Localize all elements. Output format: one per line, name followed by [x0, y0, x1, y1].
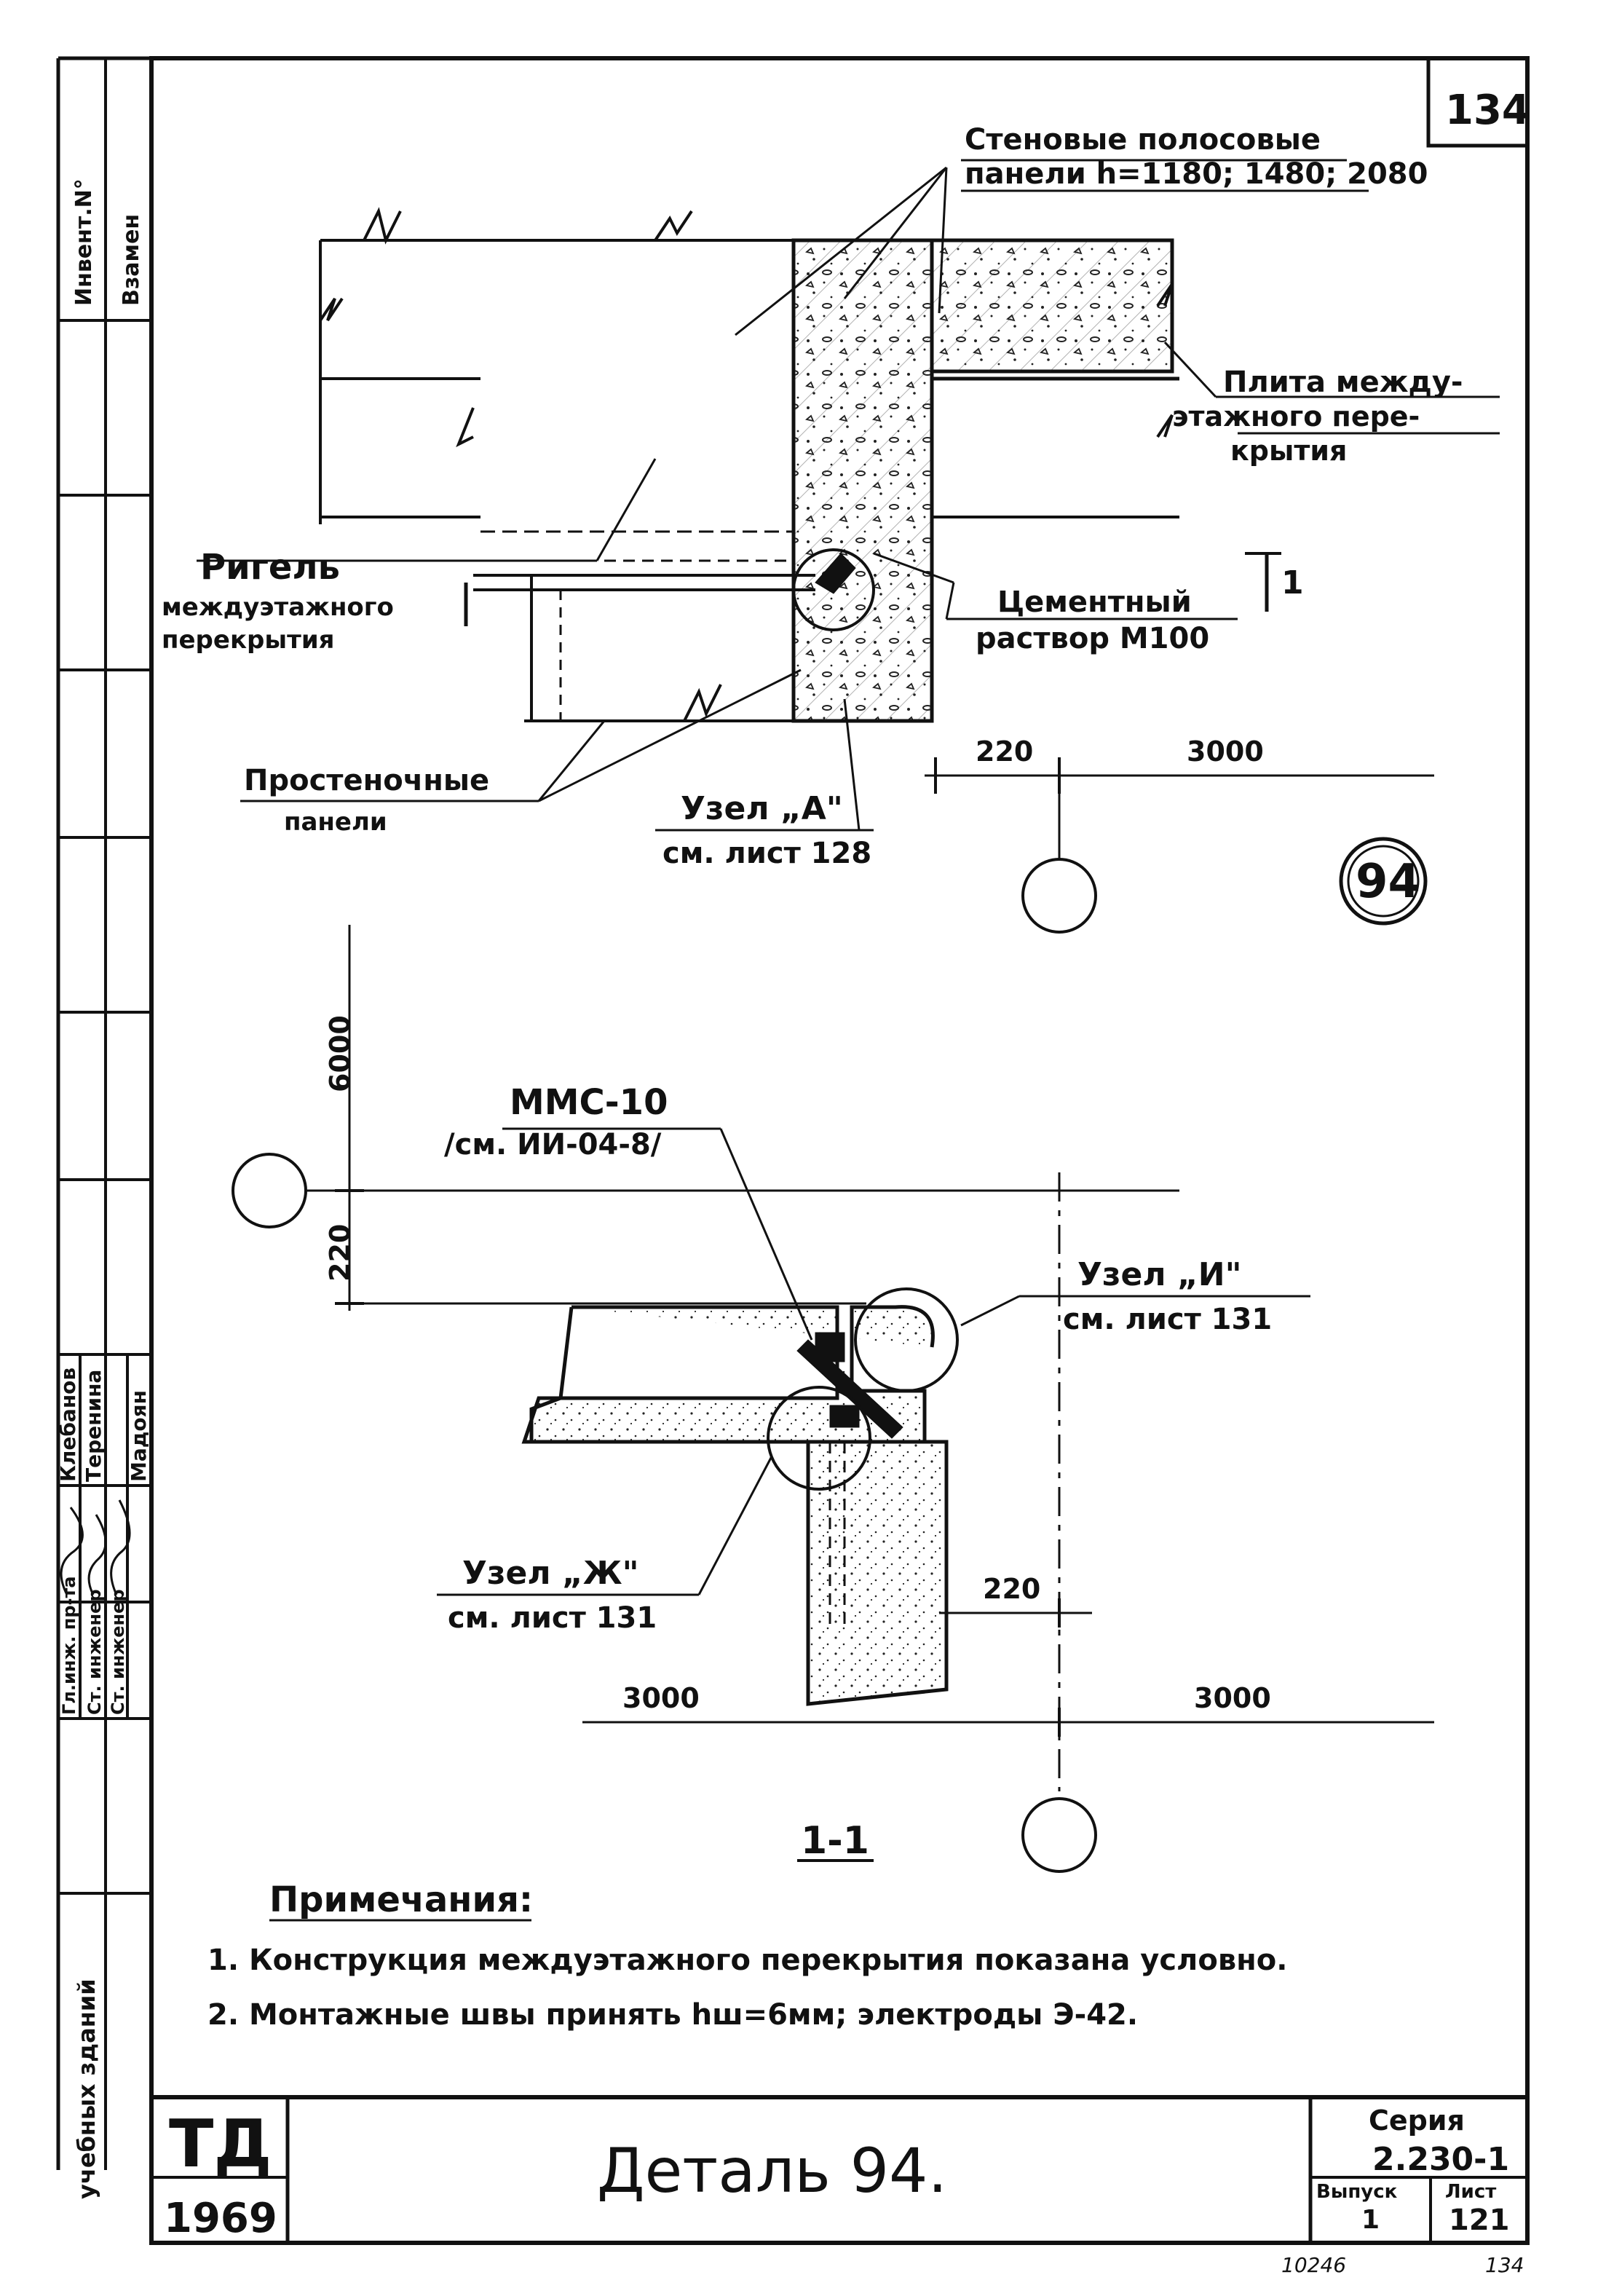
mortar-label-1: Цементный [997, 585, 1192, 619]
bottom-ref-left: 10246 [1281, 2253, 1346, 2277]
girder-label-2: междуэтажного [162, 593, 394, 622]
floor-slab-label-1: Плита междy- [1223, 366, 1463, 399]
signature-1 [60, 1507, 84, 1595]
sheet-label: Лист [1445, 2181, 1496, 2203]
year-label: 1969 [164, 2195, 277, 2242]
note-2: 2. Монтажные швы принять hш=6мм; электро… [207, 1998, 1138, 2032]
dim-mid-220: 220 [983, 1573, 1040, 1605]
category-label: учебных зданий [73, 1979, 100, 2199]
floor-slab-label-2: этажного пере- [1172, 401, 1420, 433]
dim-vert-220: 220 [324, 1224, 356, 1282]
girder-label-1: Ригель [200, 547, 340, 588]
axis-circle-top [1021, 858, 1097, 934]
top-plan [197, 159, 1500, 934]
role-3: Ст. инженер [108, 1589, 128, 1715]
node-a-circle [792, 548, 875, 631]
role-1: Гл.инж. пр-та [59, 1576, 79, 1715]
slab-section [521, 1305, 935, 1444]
node-i-label-2: см. лист 131 [1063, 1303, 1272, 1336]
page-number: 134 [1445, 87, 1530, 134]
node-i-circle [854, 1287, 959, 1392]
series-value: 2.230-1 [1372, 2141, 1509, 2178]
note-1: 1. Конструкция междуэтажного перекрытия … [207, 1944, 1287, 1977]
name-2: Теренина [82, 1370, 106, 1482]
wall-panels-label-2: панели h=1180; 1480; 2080 [965, 157, 1428, 191]
wall-section [806, 1440, 949, 1706]
replaces-label: Взамен [119, 214, 144, 306]
series-label: Серия [1369, 2104, 1465, 2137]
signature-2 [87, 1514, 107, 1595]
girder-label-3: перекрытия [162, 626, 334, 655]
axis-circle-bottom [1021, 1797, 1097, 1873]
sheet-value: 121 [1449, 2204, 1510, 2237]
name-3: Мадоян [127, 1390, 151, 1482]
issue-label: Выпуск [1316, 2181, 1398, 2203]
org-label: ТД [169, 2106, 272, 2182]
notes-heading: Примечания: [269, 1879, 533, 1920]
dim-top-3000: 3000 [1187, 735, 1264, 768]
floor-slab-label-3: крытия [1230, 435, 1347, 467]
bottom-ref-right: 134 [1485, 2253, 1524, 2277]
pier-panels-label-1: Простеночные [244, 764, 489, 797]
section-title: 1-1 [801, 1819, 869, 1863]
sheet-frame [56, 56, 1530, 2245]
drawing-title: Деталь 94. [597, 2135, 947, 2206]
dim-bottom-right-3000: 3000 [1194, 1682, 1271, 1714]
title-block [151, 2095, 1527, 2243]
node-zh-circle [767, 1386, 871, 1491]
signature-3 [110, 1499, 131, 1595]
name-1: Клебанов [56, 1368, 80, 1482]
node-a-label-2: см. лист 128 [662, 837, 871, 870]
mmc-label-1: ММС-10 [510, 1082, 668, 1123]
dim-bottom-left-3000: 3000 [622, 1682, 700, 1714]
node-i-label-1: Узел „И" [1077, 1256, 1242, 1293]
dim-vert-6000: 6000 [324, 1015, 356, 1092]
dim-top-220: 220 [976, 735, 1033, 768]
wall-panels-label-1: Стеновые полосовые [965, 123, 1321, 157]
node-zh-label-1: Узел „Ж" [462, 1555, 639, 1592]
inv-no-label: Инвент.N° [71, 178, 97, 306]
detail-circle [1339, 837, 1428, 926]
pier-panels-label-2: панели [284, 808, 387, 837]
detail-number: 94 [1356, 855, 1420, 909]
node-a-label-1: Узел „А" [681, 790, 843, 827]
role-2: Ст. инженер [84, 1589, 105, 1715]
mmc-label-2: /см. ИИ-04-8/ [444, 1128, 662, 1161]
section-mark-label: 1 [1281, 564, 1304, 601]
issue-value: 1 [1361, 2205, 1380, 2235]
axis-circle-left [232, 1153, 307, 1228]
section-1-1 [232, 925, 1434, 1873]
node-zh-label-2: см. лист 131 [448, 1601, 657, 1635]
side-stamp [58, 319, 151, 1895]
mortar-label-2: раствор М100 [976, 622, 1209, 655]
